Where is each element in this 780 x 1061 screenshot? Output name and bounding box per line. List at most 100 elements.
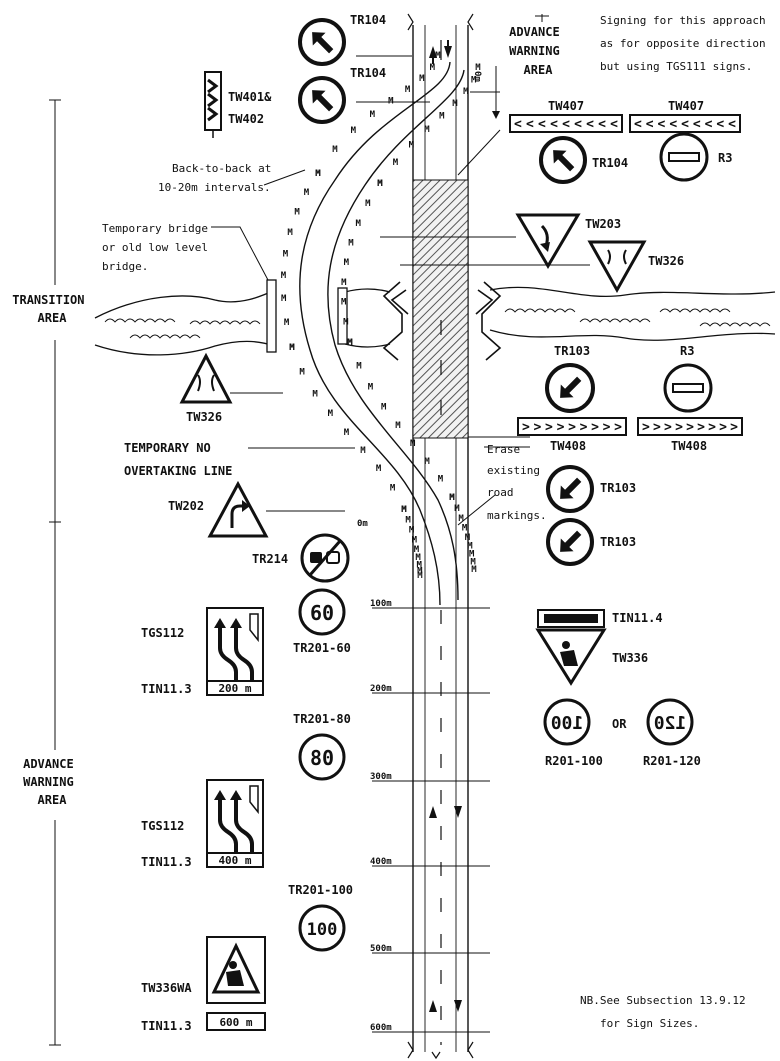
tgs112-sign-2: 400 m bbox=[206, 779, 264, 868]
tw336-sign bbox=[535, 628, 607, 686]
channelising-device-mark: M bbox=[462, 524, 468, 534]
tw202-sign bbox=[207, 480, 269, 538]
channelising-device-mark: M bbox=[381, 402, 387, 412]
channelising-device-mark: M bbox=[412, 536, 418, 546]
or-text: OR bbox=[612, 717, 627, 731]
tw401-label: TW401& bbox=[228, 90, 272, 104]
tw202-label: TW202 bbox=[168, 499, 204, 513]
tw326-label-1: TW326 bbox=[648, 254, 684, 268]
tin11-3-label-2: TIN11.3 bbox=[141, 855, 192, 869]
arrow-icon bbox=[312, 90, 334, 112]
advance-warning-area-label: ADVANCE WARNING AREA bbox=[23, 757, 81, 807]
tr103-sign-2 bbox=[546, 465, 594, 513]
channelising-device-mark: M bbox=[287, 228, 293, 238]
channelising-device-mark: M bbox=[409, 526, 415, 536]
svg-text:>>>>>>>>>: >>>>>>>>> bbox=[642, 420, 738, 435]
tr104-label-1: TR104 bbox=[350, 13, 386, 27]
advance-warning-top-label: ADVANCE WARNING AREA bbox=[509, 25, 567, 77]
tr103-sign-1 bbox=[545, 363, 595, 413]
svg-text:100: 100 bbox=[307, 920, 338, 940]
tr103-label-1: TR103 bbox=[554, 344, 590, 358]
direction-arrows bbox=[429, 40, 462, 1012]
tr201-100-label: TR201-100 bbox=[288, 883, 353, 897]
channelising-device-mark: M bbox=[344, 428, 350, 438]
distance-600m: 600m bbox=[370, 1023, 392, 1033]
channelising-device-mark: M bbox=[315, 169, 321, 179]
tr103-label-3: TR103 bbox=[600, 535, 636, 549]
tgs112-label-1: TGS112 bbox=[141, 626, 184, 640]
channelising-device-mark: M bbox=[281, 271, 287, 281]
channelising-device-mark: M bbox=[424, 125, 430, 135]
no-entry-icon bbox=[668, 152, 700, 162]
area-bracket bbox=[49, 99, 61, 1046]
distance-400m: 400m bbox=[370, 857, 392, 867]
channelising-device-mark: M bbox=[409, 140, 415, 150]
r3-label-2: R3 bbox=[680, 344, 694, 358]
arrow-icon bbox=[560, 530, 582, 552]
svg-text:<<<<<<<<<: <<<<<<<<< bbox=[634, 117, 736, 132]
svg-text:120: 120 bbox=[654, 713, 687, 734]
channelising-device-mark: M bbox=[341, 278, 347, 288]
channelising-device-mark: M bbox=[343, 318, 349, 328]
channelising-device-mark: M bbox=[370, 110, 376, 120]
channelising-device-mark: M bbox=[356, 361, 362, 371]
river bbox=[94, 286, 776, 356]
svg-text:60: 60 bbox=[310, 601, 334, 625]
channelising-device-mark: M bbox=[395, 421, 401, 431]
tr201-100-sign: 100 bbox=[298, 904, 346, 952]
road-break-marks bbox=[407, 13, 474, 1060]
tr103-sign-3 bbox=[546, 518, 594, 566]
distance-markers bbox=[372, 91, 500, 1033]
tr201-80-label: TR201-80 bbox=[293, 712, 351, 726]
channelising-device-mark: M bbox=[424, 457, 430, 467]
channelising-device-mark: M bbox=[405, 85, 411, 95]
no-overtaking-line-label: TEMPORARY NO OVERTAKING LINE bbox=[124, 441, 232, 478]
channelising-device-mark: M bbox=[294, 208, 300, 218]
tr201-60-label: TR201-60 bbox=[293, 641, 351, 655]
channelising-device-mark: M bbox=[360, 446, 366, 456]
channelising-device-mark: M bbox=[463, 87, 469, 97]
channelising-device-mark: M bbox=[328, 409, 334, 419]
tr201-80-sign: 80 bbox=[298, 733, 346, 781]
arrow-icon bbox=[560, 376, 582, 398]
svg-text:<<<<<<<<<: <<<<<<<<< bbox=[514, 117, 618, 132]
leader-lines bbox=[211, 55, 590, 526]
channelising-device-mark: M bbox=[284, 318, 290, 328]
tw336wa-label: TW336WA bbox=[141, 981, 192, 995]
channelising-device-mark: M bbox=[332, 145, 338, 155]
channelising-devices: MMMMMMMMMMMMMMMMMMMMMMMMMMMMMMMMMMMMMMMM… bbox=[281, 51, 482, 581]
channelising-device-mark: M bbox=[449, 493, 455, 503]
channelising-device-mark: M bbox=[315, 169, 321, 179]
tw407-board-2: <<<<<<<<< bbox=[629, 114, 741, 133]
distance-0m-top: 0m bbox=[472, 71, 482, 82]
erase-markings-note: Erase existing road markings. bbox=[487, 443, 547, 522]
channelising-device-mark: M bbox=[283, 249, 289, 259]
tw402-label: TW402 bbox=[228, 112, 264, 126]
channelising-device-mark: M bbox=[401, 505, 407, 515]
tw408-label-2: TW408 bbox=[671, 439, 707, 453]
channelising-device-mark: M bbox=[347, 338, 353, 348]
channelising-device-mark: M bbox=[377, 179, 383, 189]
tw407-board-1: <<<<<<<<< bbox=[509, 114, 623, 133]
distance-500m: 500m bbox=[370, 944, 392, 954]
tin11-4-label: TIN11.4 bbox=[612, 611, 663, 625]
tw203-label: TW203 bbox=[585, 217, 621, 231]
channelising-device-mark: M bbox=[475, 63, 481, 73]
top-right-note: Signing for this approach as for opposit… bbox=[600, 14, 772, 73]
tin11-3-label-1: TIN11.3 bbox=[141, 682, 192, 696]
channelising-device-mark: M bbox=[415, 553, 421, 563]
tr104-label-2: TR104 bbox=[350, 66, 386, 80]
bridge-note: Temporary bridge or old low level bridge… bbox=[102, 222, 215, 273]
tw408-label-1: TW408 bbox=[550, 439, 586, 453]
no-entry-icon bbox=[672, 383, 704, 393]
svg-text:600 m: 600 m bbox=[219, 1016, 252, 1029]
tr103-label-2: TR103 bbox=[600, 481, 636, 495]
r201-120-label: R201-120 bbox=[643, 754, 701, 768]
channelising-device-mark: M bbox=[281, 294, 287, 304]
tw407-label-1: TW407 bbox=[548, 99, 584, 113]
tin11-4-plate bbox=[537, 609, 605, 628]
channelising-device-mark: M bbox=[304, 188, 310, 198]
diversion-road bbox=[299, 61, 465, 606]
channelising-device-mark: M bbox=[416, 560, 422, 570]
